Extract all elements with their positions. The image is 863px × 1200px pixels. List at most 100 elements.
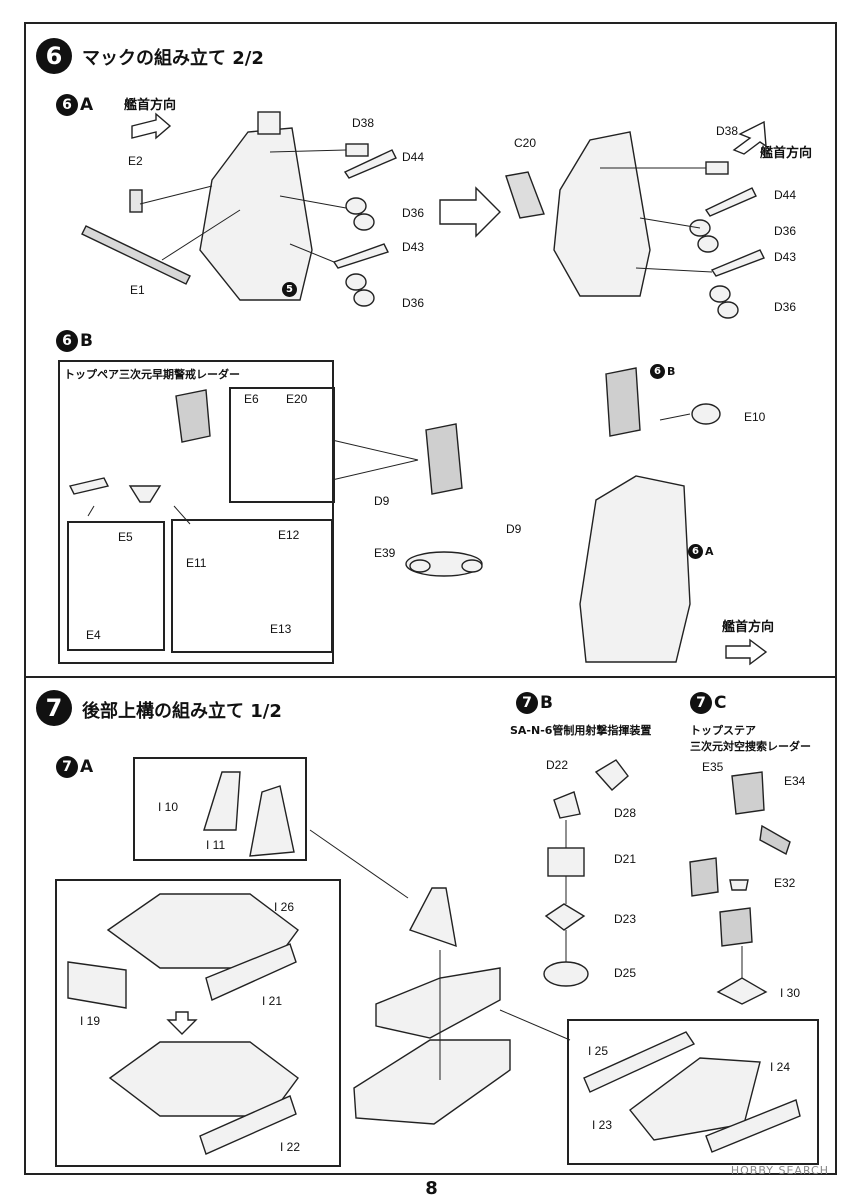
part-d38-right [705,161,729,175]
part-e34 [731,771,765,815]
part-i23 [629,1057,761,1141]
step-6b-number: 6 [56,330,78,352]
label-c20: C20 [514,136,537,150]
label-i21: I 21 [262,994,283,1008]
label-e39: E39 [374,546,396,560]
step-7b-letter: B [540,693,553,713]
part-d44-right [704,187,757,217]
part-d21 [547,847,585,877]
callout-6a-number: 6 [688,544,703,559]
label-d43-right: D43 [774,250,797,264]
radar-box [58,360,334,664]
step-6-title: マックの組み立て 2/2 [82,48,264,69]
step-7-title: 後部上構の組み立て 1/2 [82,701,282,722]
page-number: 8 [425,1178,438,1199]
part-e10 [691,403,721,425]
label-i22: I 22 [280,1140,301,1154]
part-7a-lower [353,1039,511,1125]
label-e12: E12 [278,528,300,542]
label-i24: I 24 [770,1060,791,1074]
callout-6b-letter: B [667,365,676,378]
watermark: HOBBY SEARCH [730,1164,829,1177]
label-i23: I 23 [592,1118,613,1132]
label-i10: I 10 [158,800,179,814]
part-d36-left-2 [345,273,367,291]
part-i21 [205,943,297,1001]
label-e10: E10 [744,410,766,424]
label-d38-right: D38 [716,124,739,138]
label-e11: E11 [186,556,207,570]
radar-panel [175,389,211,443]
radar-title: トップペア三次元早期警戒レーダー [64,368,240,381]
label-e5: E5 [118,530,133,544]
label-d36-left-1: D36 [402,206,425,220]
step-7c-number: 7 [690,692,712,714]
part-d43-right [710,249,765,277]
mast-6a-left [199,127,313,301]
part-d23 [544,903,586,931]
label-e20: E20 [286,392,308,406]
label-d36-right-2: D36 [774,300,797,314]
mast-top-left [257,111,281,135]
label-d43-left: D43 [402,240,425,254]
bow-direction-6a-left: 艦首方向 [124,98,177,113]
bow-direction-6b: 艦首方向 [722,620,775,635]
step-7c-title-line1: トップステア [690,724,756,737]
label-e1: E1 [130,283,145,297]
radar-base [128,485,162,503]
step-7b-number: 7 [516,692,538,714]
label-i19: I 19 [80,1014,101,1028]
section-divider [24,676,837,678]
part-i30 [716,977,768,1005]
part-d43-left [332,243,389,269]
label-d38-left: D38 [352,116,375,130]
label-d28: D28 [614,806,637,820]
step-7c-title-line2: 三次元対空捜索レーダー [690,740,811,753]
label-d9-right: D9 [506,522,522,536]
ref-marker-5: 5 [282,282,297,297]
part-i19 [67,961,127,1009]
part-i25 [583,1031,696,1093]
label-d25: D25 [614,966,637,980]
part-i24 [705,1099,801,1153]
assembly-7a-bottom [108,1041,299,1117]
label-e4: E4 [86,628,101,642]
label-i11: I 11 [206,838,226,852]
label-d23: D23 [614,912,637,926]
label-d9-left: D9 [374,494,390,508]
label-e6: E6 [244,392,259,406]
label-e32: E32 [774,876,796,890]
label-d44-left: D44 [402,150,425,164]
part-d36-left-1 [345,197,367,215]
part-e5-small [68,477,110,495]
step-6a-letter: A [80,95,94,115]
label-e34: E34 [784,774,806,788]
part-e2 [129,189,143,213]
part-d28 [553,791,581,819]
step-6-number: 6 [36,38,72,74]
part-d44-left [343,149,397,179]
label-e13: E13 [270,622,292,636]
label-d22: D22 [546,758,569,772]
callout-6a-letter: A [705,545,714,558]
part-d25 [543,961,589,987]
part-d22 [594,759,629,791]
part-i11 [249,785,295,857]
step-7b-title: SA-N-6管制用射撃指揮装置 [510,724,652,737]
label-e2: E2 [128,154,143,168]
step-6b-letter: B [80,331,93,351]
part-7a-upper [375,967,501,1039]
part-i22 [199,1095,297,1155]
step-7-number: 7 [36,690,72,726]
mast-6a-right [553,131,651,297]
step-7a-number: 7 [56,756,78,778]
label-d36-left-2: D36 [402,296,425,310]
label-i30: I 30 [780,986,801,1000]
mast-7a-center [409,887,457,948]
radar-assembly-mid [425,423,463,495]
step-7a-letter: A [80,757,94,777]
label-i25: I 25 [588,1044,609,1058]
part-d38-left [345,143,369,157]
transition-arrow [439,186,501,238]
bow-direction-6a-right: 艦首方向 [760,146,813,161]
